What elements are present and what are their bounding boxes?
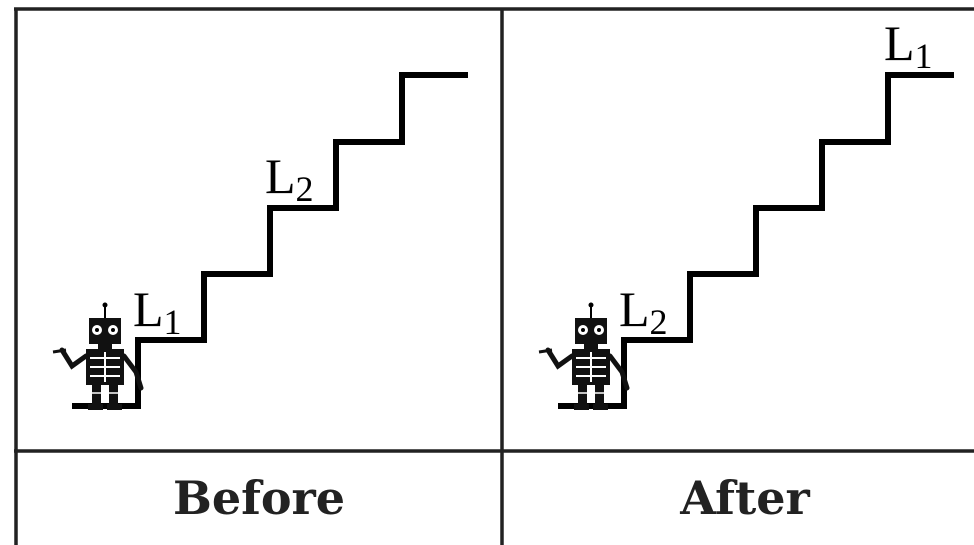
label-lower: L2 bbox=[619, 281, 668, 342]
staircase-icon bbox=[558, 72, 954, 409]
caption-before: Before bbox=[172, 471, 346, 525]
robot-icon bbox=[52, 302, 144, 410]
label-upper: L2 bbox=[265, 148, 314, 209]
robot-icon bbox=[538, 302, 630, 410]
label-upper-letter: L bbox=[884, 15, 915, 71]
label-upper-letter: L bbox=[265, 148, 296, 204]
panel-before: L2 L1 bbox=[52, 72, 468, 410]
panel-after: L1 L2 bbox=[538, 15, 954, 410]
caption-after: After bbox=[680, 471, 810, 525]
table-grid bbox=[14, 7, 974, 545]
label-lower-letter: L bbox=[619, 281, 650, 337]
staircase-icon bbox=[72, 72, 468, 409]
label-upper: L1 bbox=[884, 15, 933, 76]
label-lower: L1 bbox=[133, 281, 182, 342]
label-lower-letter: L bbox=[133, 281, 164, 337]
label-lower-subscript: 2 bbox=[650, 302, 668, 342]
label-upper-subscript: 2 bbox=[296, 169, 314, 209]
label-lower-subscript: 1 bbox=[164, 302, 182, 342]
label-upper-subscript: 1 bbox=[915, 36, 933, 76]
